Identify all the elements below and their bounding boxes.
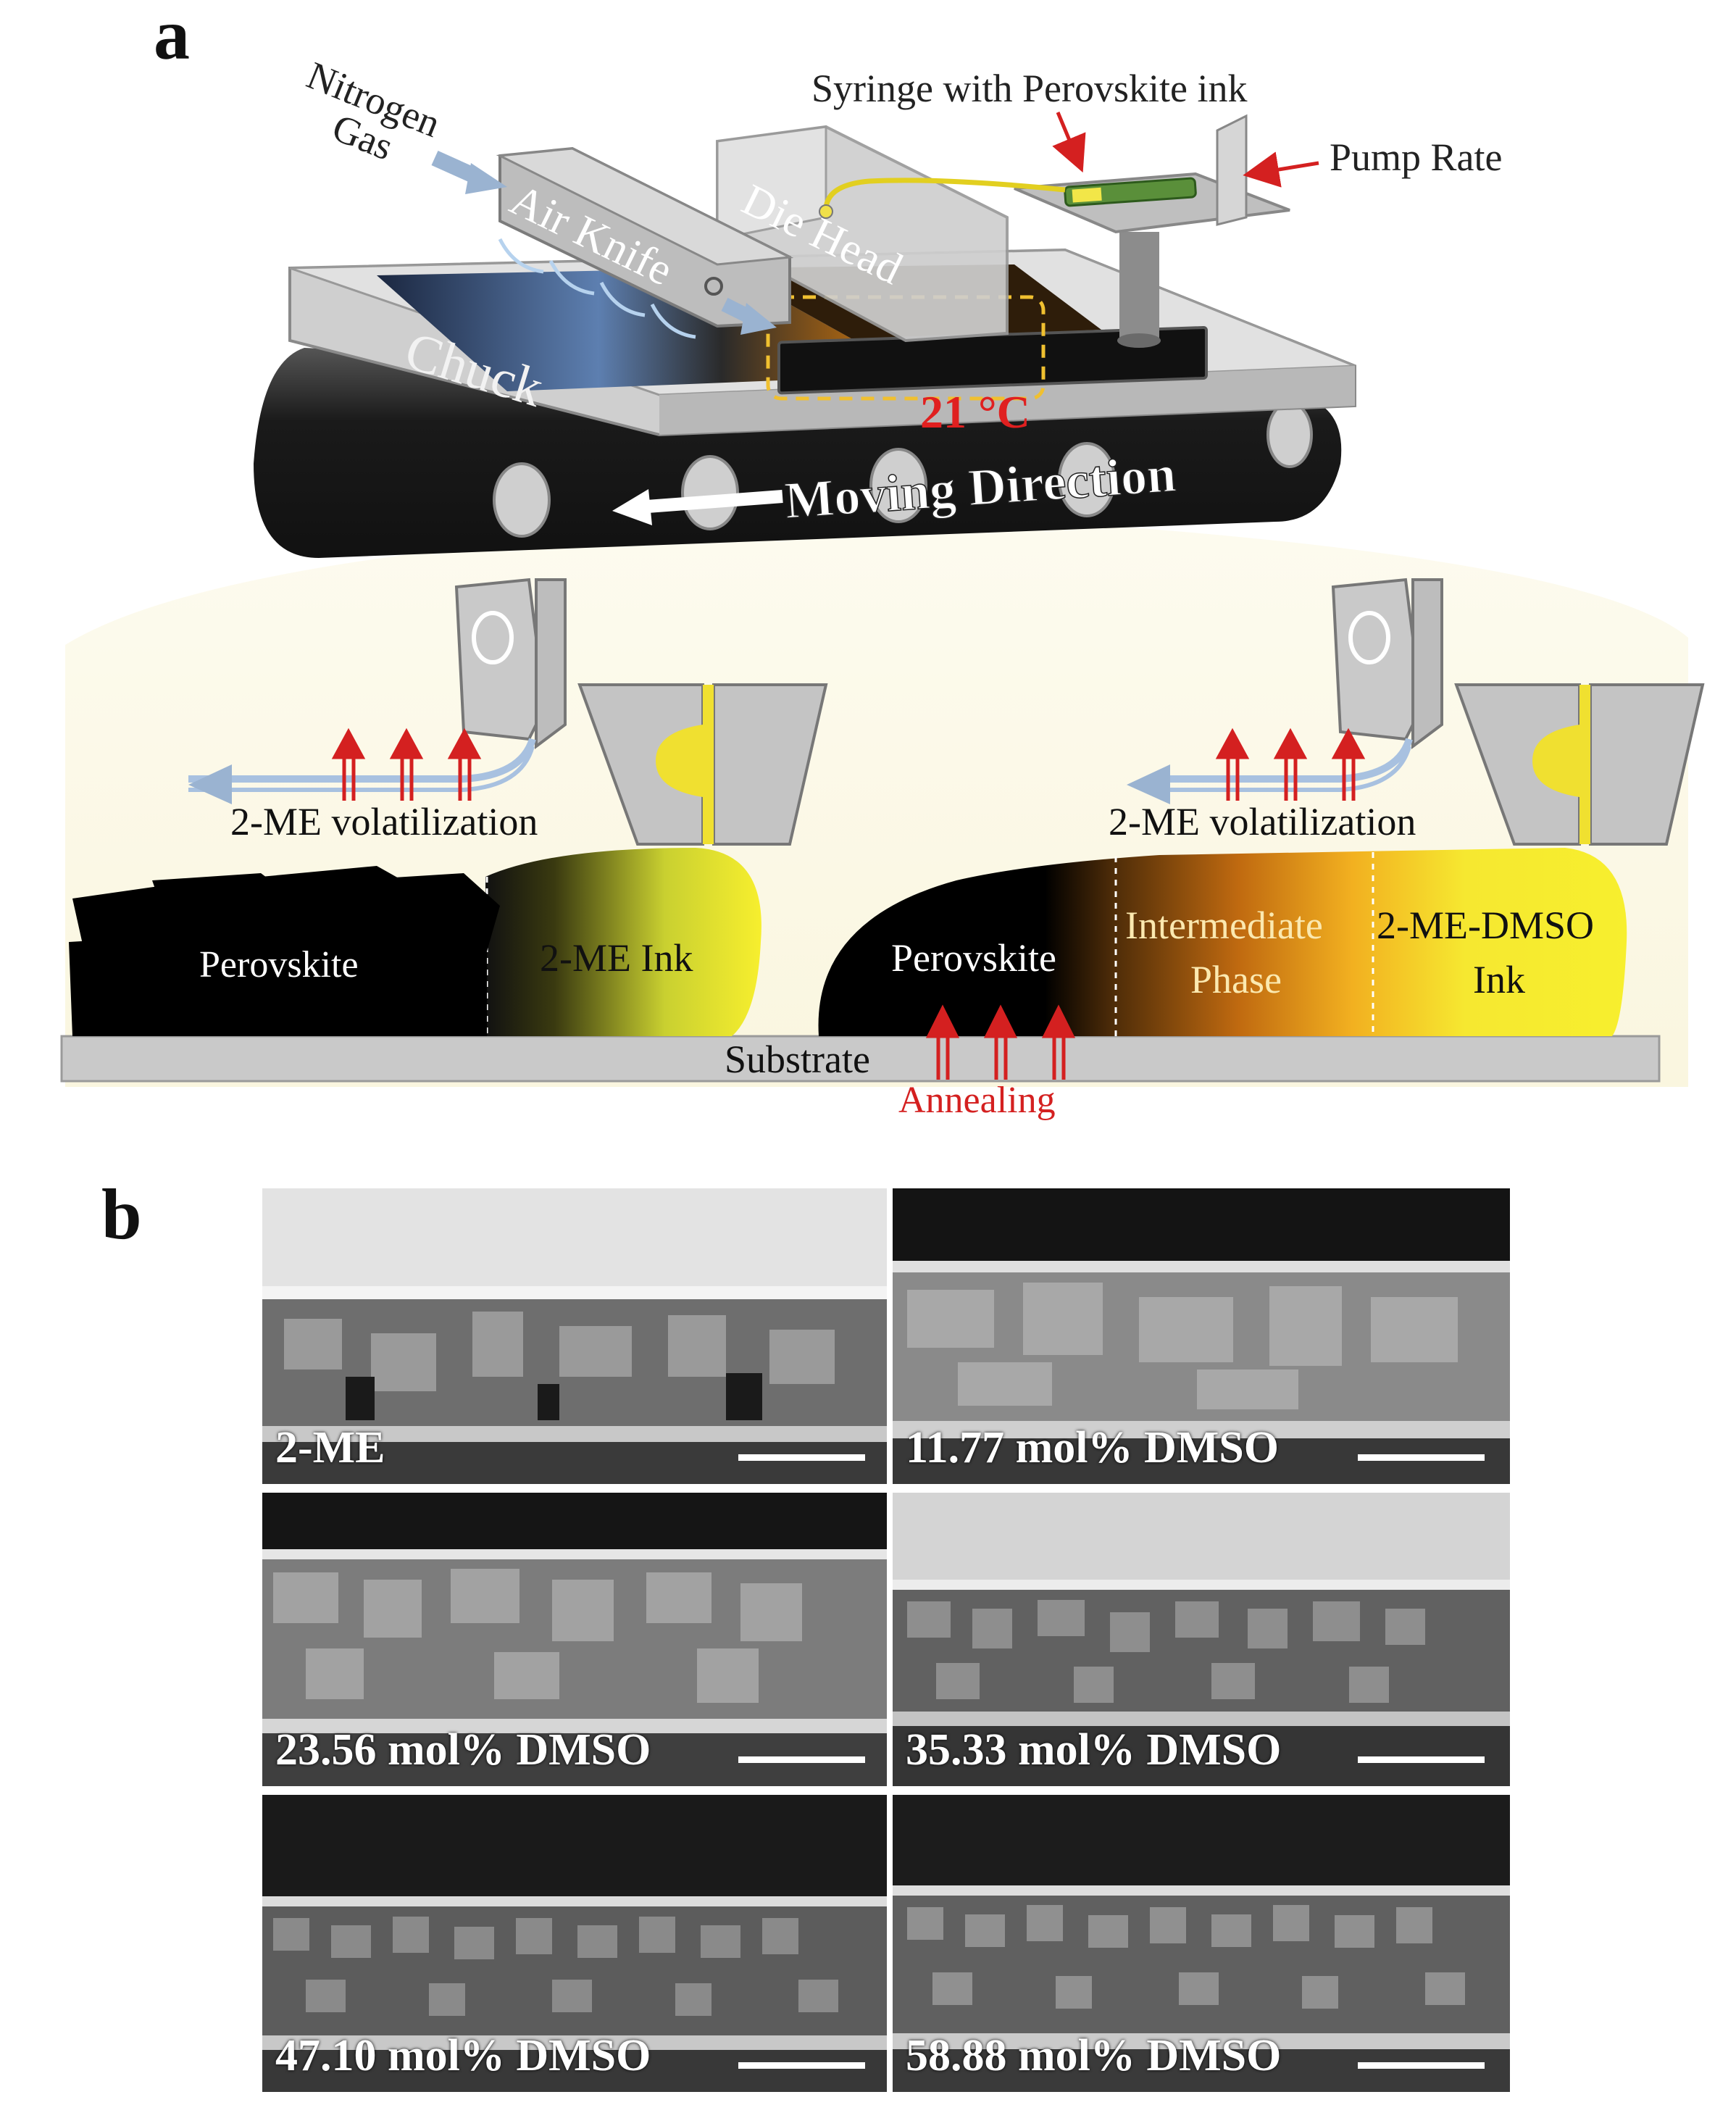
- intermediate-label-1: Intermediate: [1125, 904, 1323, 947]
- sem-image-23-56: 23.56 mol% DMSO: [262, 1493, 887, 1786]
- sem-image-2me: 2-ME: [262, 1188, 887, 1484]
- syringe-arrow: [1052, 112, 1086, 173]
- scale-bar: [1358, 1454, 1485, 1461]
- left-perovskite-crystals: [69, 866, 500, 1036]
- syringe-pole: [1119, 232, 1159, 341]
- coating-diagram: Nitrogen Gas Air Knife Die Head Syringe …: [60, 53, 1705, 1121]
- sem-image-35-33: 35.33 mol% DMSO: [893, 1493, 1510, 1786]
- scale-bar: [738, 2062, 865, 2069]
- sem-label: 47.10 mol% DMSO: [275, 2031, 651, 2080]
- pump-plate: [1216, 114, 1248, 226]
- scale-bar: [1358, 1756, 1485, 1763]
- moving-direction-arrow: [637, 490, 783, 514]
- left-volatilization-arrows: [331, 728, 482, 801]
- substrate-label: Substrate: [725, 1038, 870, 1081]
- dmso-ink-label-2: Ink: [1473, 958, 1525, 1001]
- moving-direction-label: Moving Direction: [783, 444, 1178, 530]
- right-ink: [818, 848, 1627, 1036]
- highlight-box: [766, 295, 1046, 401]
- annealing-label: Annealing: [898, 1080, 1056, 1121]
- right-perovskite-label: Perovskite: [891, 936, 1056, 980]
- temperature-label: 21 °C: [920, 386, 1030, 438]
- annealing-arrows: [925, 1004, 1076, 1080]
- syringe-tube: [823, 178, 1066, 211]
- syringe-label: Syringe with Perovskite ink: [811, 67, 1247, 110]
- pump-arrow: [1243, 151, 1319, 188]
- pump-rate-label: Pump Rate: [1330, 136, 1503, 179]
- scale-bar: [1358, 2062, 1485, 2069]
- substrate: [60, 1035, 1661, 1083]
- scale-bar: [738, 1756, 865, 1763]
- left-ink-label: 2-ME Ink: [540, 936, 693, 980]
- dmso-ink-label-1: 2-ME-DMSO: [1377, 904, 1594, 947]
- sem-image-47-10: 47.10 mol% DMSO: [262, 1795, 887, 2092]
- rollers: [493, 401, 1313, 538]
- intermediate-label-2: Phase: [1190, 958, 1282, 1001]
- left-volatilization-label: 2-ME volatilization: [230, 800, 538, 843]
- scale-bar: [738, 1454, 865, 1461]
- sem-image-11-77: 11.77 mol% DMSO: [893, 1188, 1510, 1484]
- panel-a-letter: a: [154, 0, 190, 75]
- airflow-arrows: [498, 238, 696, 339]
- sem-image-58-88: 58.88 mol% DMSO: [893, 1795, 1510, 2092]
- right-volatilization-label: 2-ME volatilization: [1109, 800, 1416, 843]
- sem-label: 23.56 mol% DMSO: [275, 1725, 651, 1775]
- sem-label: 2-ME: [275, 1423, 385, 1472]
- right-volatilization-arrows: [1215, 728, 1366, 801]
- panel-b-letter: b: [101, 1174, 142, 1254]
- left-ink: [485, 848, 761, 1036]
- sem-label: 35.33 mol% DMSO: [906, 1725, 1282, 1775]
- sem-label: 11.77 mol% DMSO: [906, 1423, 1279, 1472]
- sem-label: 58.88 mol% DMSO: [906, 2031, 1282, 2080]
- left-perovskite-label: Perovskite: [199, 944, 359, 985]
